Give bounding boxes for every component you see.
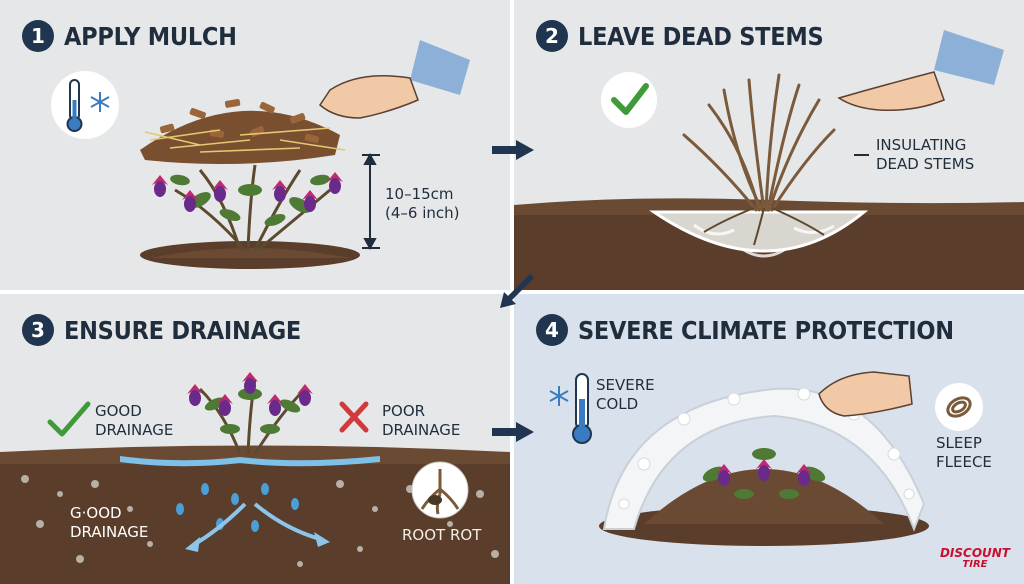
fleece-line-1: SLEEP — [936, 434, 982, 452]
step-title: APPLY MULCH — [64, 21, 237, 51]
thermometer-snowflake-icon — [51, 71, 119, 139]
flow-arrow-icon — [500, 274, 534, 308]
sleep-fleece-label: SLEEP FLEECE — [936, 434, 992, 472]
drainage-scene — [0, 372, 510, 584]
thermometer-snowflake-icon — [549, 373, 592, 444]
check-icon — [47, 401, 91, 437]
cross-icon — [339, 401, 369, 433]
flow-arrow-icon — [492, 422, 534, 442]
discount-tire-logo: DISCOUNT TIRE — [939, 546, 1010, 570]
flow-arrow-icon — [492, 140, 534, 160]
step-title: ENSURE DRAINAGE — [64, 315, 302, 345]
step-3-heading: 3 ENSURE DRAINAGE — [22, 314, 327, 346]
step-2-heading: 2 LEAVE DEAD STEMS — [536, 20, 851, 52]
poor-line-2: DRAINAGE — [382, 421, 461, 439]
good-line-1: GOOD — [95, 402, 142, 420]
good-line-2: DRAINAGE — [95, 421, 174, 439]
step-badge: 3 — [22, 314, 54, 346]
poor-line-1: POOR — [382, 402, 426, 420]
panel-severe-climate-protection: 4 SEVERE CLIMATE PROTECTION SEVERE COLD … — [514, 294, 1024, 584]
mulch-scene — [51, 40, 470, 269]
fleece-line-2: FLEECE — [936, 453, 992, 471]
hand-icon — [837, 30, 1004, 112]
poor-drainage-label: POOR DRAINAGE — [382, 402, 460, 440]
check-icon — [601, 72, 657, 128]
measure-line-1: 10–15cm — [385, 185, 454, 203]
step-title: SEVERE CLIMATE PROTECTION — [578, 315, 954, 345]
step-4-heading: 4 SEVERE CLIMATE PROTECTION — [536, 314, 996, 346]
soil-line-2: DRAINAGE — [70, 523, 149, 541]
logo-line-2: TIRE — [962, 559, 988, 570]
soil-line-1: G·OOD — [70, 504, 122, 522]
stems-scene — [514, 30, 1024, 290]
fleece-scene — [549, 371, 983, 546]
cold-line-2: COLD — [596, 395, 639, 413]
root-rot-icon — [411, 461, 469, 519]
step-title: LEAVE DEAD STEMS — [578, 21, 824, 51]
rope-icon — [935, 383, 983, 431]
panel-ensure-drainage: 3 ENSURE DRAINAGE GOOD DRAINAGE POOR DRA… — [0, 294, 510, 584]
good-drainage-label: GOOD DRAINAGE — [95, 402, 173, 440]
cold-line-1: SEVERE — [596, 376, 655, 394]
hand-icon — [319, 40, 470, 119]
hand-icon — [818, 371, 913, 417]
note-line-2: DEAD STEMS — [876, 155, 975, 173]
step-badge: 4 — [536, 314, 568, 346]
measure-label: 10–15cm (4–6 inch) — [385, 185, 460, 223]
note-line-1: INSULATING — [876, 136, 967, 154]
step-badge: 1 — [22, 20, 54, 52]
logo-line-1: DISCOUNT — [939, 546, 1010, 560]
soil-drainage-label: G·OOD DRAINAGE — [70, 504, 148, 542]
step-badge: 2 — [536, 20, 568, 52]
severe-cold-label: SEVERE COLD — [596, 376, 655, 414]
measure-line-2: (4–6 inch) — [385, 204, 460, 222]
step-1-heading: 1 APPLY MULCH — [22, 20, 256, 52]
panel-apply-mulch: 1 APPLY MULCH 10–15cm (4–6 inch) — [0, 0, 510, 290]
dead-stems-note: INSULATING DEAD STEMS — [876, 136, 974, 174]
panel-leave-dead-stems: 2 LEAVE DEAD STEMS INSULATING DEAD STEMS — [514, 0, 1024, 290]
root-rot-label: ROOT ROT — [402, 526, 482, 544]
